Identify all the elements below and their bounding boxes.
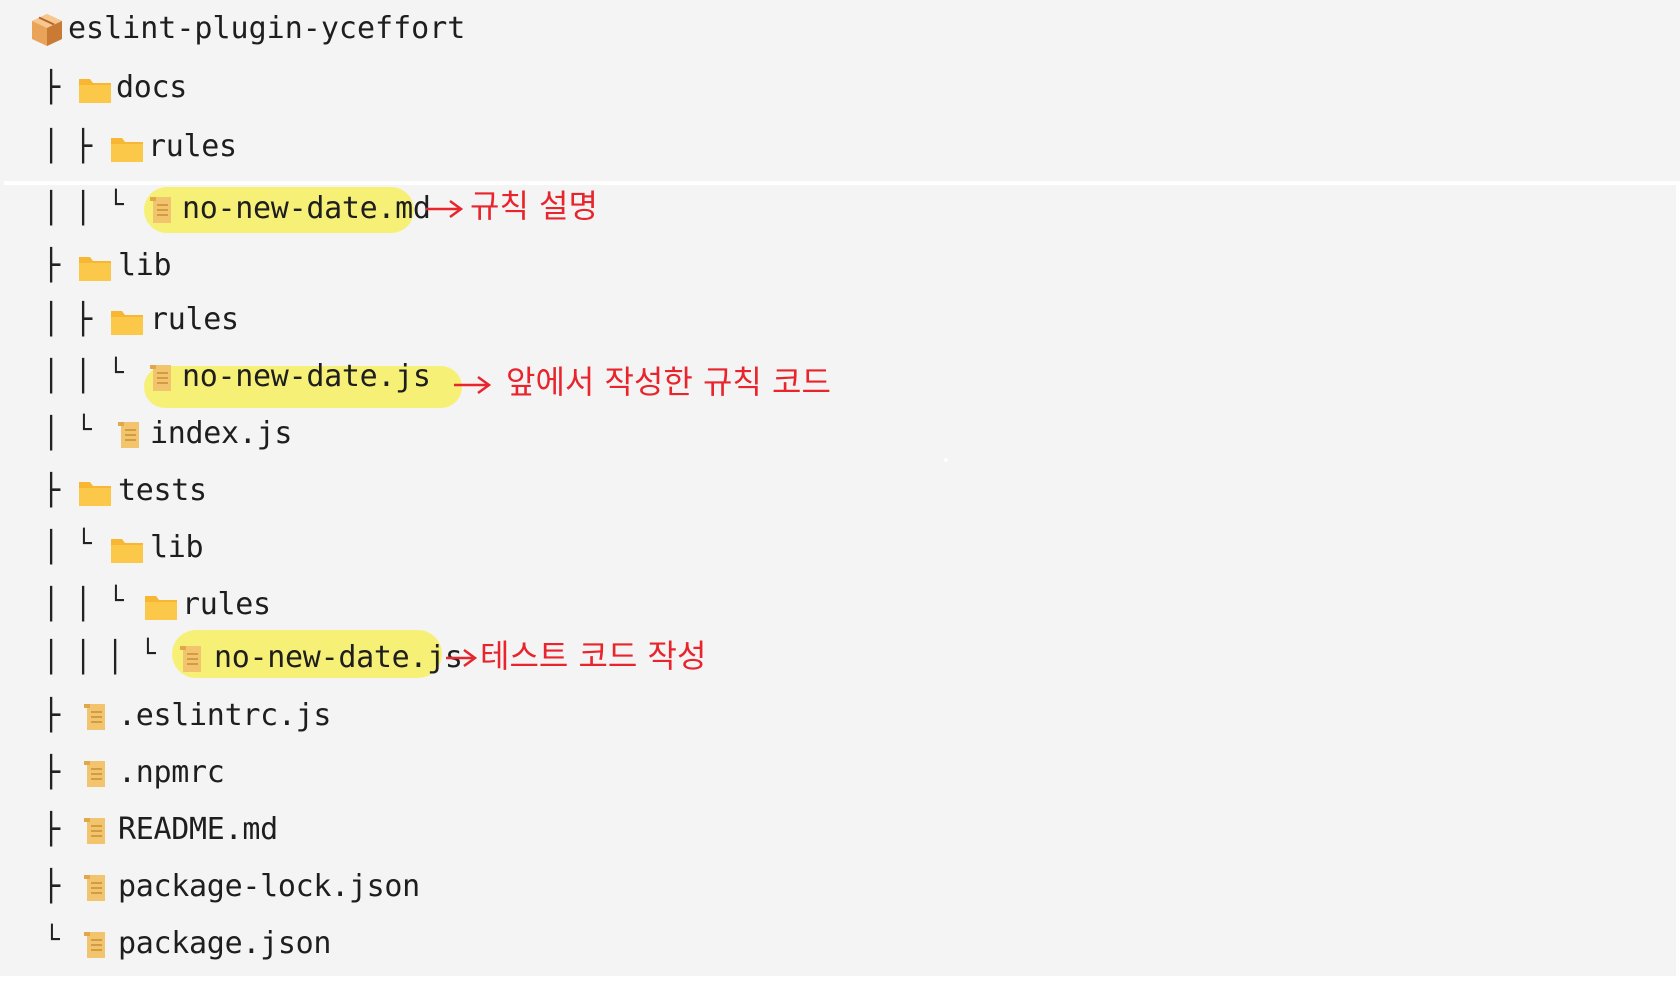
tree-guide-line: │ [42, 191, 61, 226]
tree-guide-line: │ [42, 640, 61, 675]
tree-guide-branch: ├ [42, 869, 61, 904]
folder-icon [111, 138, 143, 162]
annotation-test-code: 테스트 코드 작성 [480, 637, 707, 675]
tree-label: rules [182, 587, 271, 622]
tree-guide-line: │ [42, 302, 61, 337]
file-icon [84, 818, 105, 844]
tree-guide-line: │ [42, 129, 61, 164]
tree-guide-end: └ [108, 190, 124, 220]
screenshot-seam [4, 181, 1680, 185]
tree-guide-line: │ [42, 359, 61, 394]
file-icon [150, 197, 171, 223]
tree-guide-end: └ [44, 925, 60, 955]
file-icon [118, 422, 139, 448]
tree-guide-end: └ [76, 529, 92, 559]
file-icon [84, 875, 105, 901]
file-icon [150, 365, 171, 391]
tree-guide-end: └ [76, 415, 92, 445]
highlight-marker [144, 366, 462, 408]
tree-guide-line: │ [74, 640, 93, 675]
tree-guide-branch: ├ [42, 755, 61, 790]
tree-label: package-lock.json [118, 869, 420, 904]
folder-icon [145, 596, 177, 620]
tree-label: .eslintrc.js [118, 698, 332, 733]
arrow-right-icon [446, 648, 478, 668]
tree-label: rules [148, 129, 237, 164]
tree-label: lib [150, 530, 204, 565]
tree-guide-branch: ├ [42, 70, 61, 105]
tree-label: lib [118, 248, 172, 283]
tree-guide-line: │ [42, 416, 61, 451]
tree-label: index.js [150, 416, 293, 451]
folder-icon [79, 79, 111, 103]
tree-guide-branch: ├ [74, 129, 93, 164]
tree-guide-line: │ [74, 191, 93, 226]
arrow-right-icon [426, 199, 464, 219]
tree-guide-branch: ├ [42, 698, 61, 733]
tree-guide-end: └ [140, 639, 156, 669]
tree-label: no-new-date.js [214, 640, 463, 675]
file-icon [84, 932, 105, 958]
arrow-right-icon [454, 375, 492, 395]
tree-guide-line: │ [74, 359, 93, 394]
package-icon [32, 14, 62, 46]
highlight-marker [144, 187, 414, 233]
tree-label: no-new-date.md [182, 191, 431, 226]
file-icon [180, 646, 201, 672]
file-icon [84, 761, 105, 787]
folder-icon [111, 539, 143, 563]
folder-icon [111, 311, 143, 335]
tree-guide-line: │ [74, 587, 93, 622]
folder-icon [79, 257, 111, 281]
folder-icon [79, 482, 111, 506]
tree-label: no-new-date.js [182, 359, 431, 394]
tree-guide-line: │ [106, 640, 125, 675]
annotation-rule-code: 앞에서 작성한 규칙 코드 [506, 363, 831, 401]
tree-guide-branch: ├ [74, 302, 93, 337]
speck [944, 458, 948, 462]
tree-guide-branch: ├ [42, 812, 61, 847]
tree-label: rules [150, 302, 239, 337]
annotation-rule-description: 규칙 설명 [470, 187, 598, 225]
tree-label: tests [118, 473, 207, 508]
tree-label: package.json [118, 926, 332, 961]
screenshot-edge [1676, 181, 1680, 976]
root-folder-name[interactable]: eslint-plugin-yceffort [68, 11, 466, 46]
tree-label: docs [116, 70, 188, 105]
tree-guide-end: └ [108, 358, 124, 388]
tree-label: .npmrc [118, 755, 225, 790]
tree-guide-branch: ├ [42, 473, 61, 508]
tree-guide-end: └ [108, 586, 124, 616]
tree-label: README.md [118, 812, 278, 847]
highlight-marker [172, 630, 442, 678]
tree-guide-line: │ [42, 530, 61, 565]
tree-guide-branch: ├ [42, 248, 61, 283]
tree-guide-line: │ [42, 587, 61, 622]
file-icon [84, 704, 105, 730]
